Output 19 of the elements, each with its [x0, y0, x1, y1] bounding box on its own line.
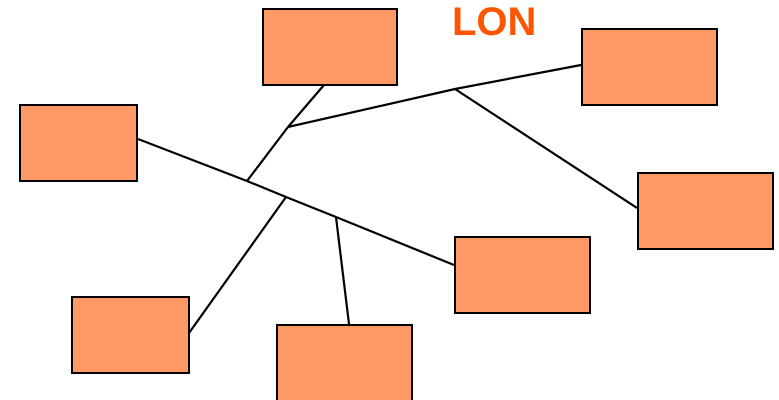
title: LON	[452, 0, 536, 44]
connector-line	[334, 216, 350, 324]
device-box	[454, 236, 591, 314]
connector-line	[246, 180, 286, 198]
connector-line	[336, 216, 454, 266]
connector-line	[288, 88, 456, 128]
device-box	[637, 172, 774, 250]
device-box	[19, 104, 138, 182]
device-box	[262, 8, 398, 86]
connector-line	[188, 196, 287, 334]
device-box	[71, 296, 190, 374]
connector-line	[138, 138, 248, 182]
connector-line	[246, 126, 289, 182]
connector-line	[454, 88, 638, 209]
connector-line	[286, 196, 336, 218]
connector-line	[287, 84, 325, 128]
connector-line	[454, 64, 582, 90]
device-box	[276, 324, 413, 400]
device-box	[581, 28, 718, 106]
